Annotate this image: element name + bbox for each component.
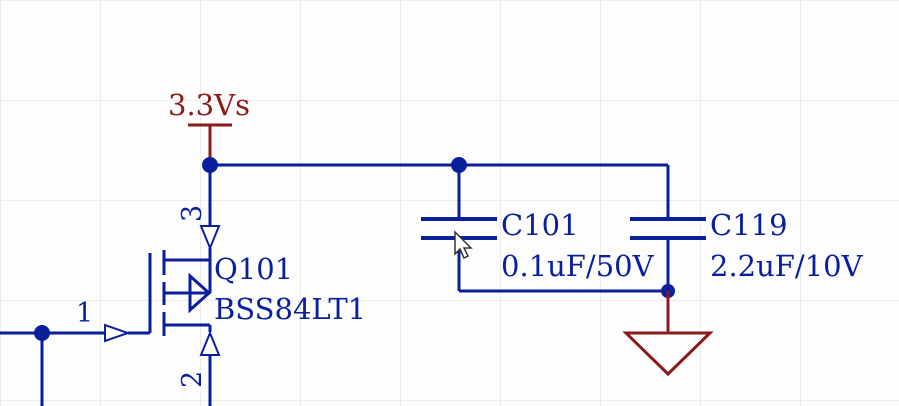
junction-dot[interactable] (202, 157, 218, 173)
transistor-part-number: BSS84LT1 (214, 292, 366, 326)
mouse-pointer-icon (454, 230, 473, 260)
capacitor-c101[interactable]: C101 0.1uF/50V (421, 208, 655, 283)
power-port-3v3[interactable]: 3.3Vs (168, 88, 250, 165)
ground-triangle-icon (622, 331, 714, 377)
ground-symbol[interactable] (622, 291, 714, 377)
pin-number-source: 3 (177, 205, 208, 222)
pin-number-gate: 1 (76, 298, 93, 329)
pin-arrow-icon (199, 330, 221, 356)
capacitor-c119[interactable]: C119 2.2uF/10V (630, 208, 864, 283)
capacitor-designator: C119 (710, 208, 788, 242)
transistor-designator: Q101 (214, 252, 293, 286)
transistor-q101[interactable]: 3 2 1 Q101 BSS84LT1 (76, 205, 366, 388)
power-net-label: 3.3Vs (168, 88, 250, 122)
pin-arrow-icon (104, 323, 132, 343)
junction-dot[interactable] (451, 157, 467, 173)
body-diode-arrow-icon (188, 272, 212, 314)
pin-arrow-icon (199, 225, 221, 251)
pin-number-drain: 2 (177, 371, 208, 388)
capacitor-value: 2.2uF/10V (710, 249, 864, 283)
junction-dot[interactable] (34, 325, 50, 341)
junctions (34, 157, 675, 341)
capacitor-value: 0.1uF/50V (501, 249, 655, 283)
capacitor-designator: C101 (501, 208, 579, 242)
wires (0, 163, 670, 406)
